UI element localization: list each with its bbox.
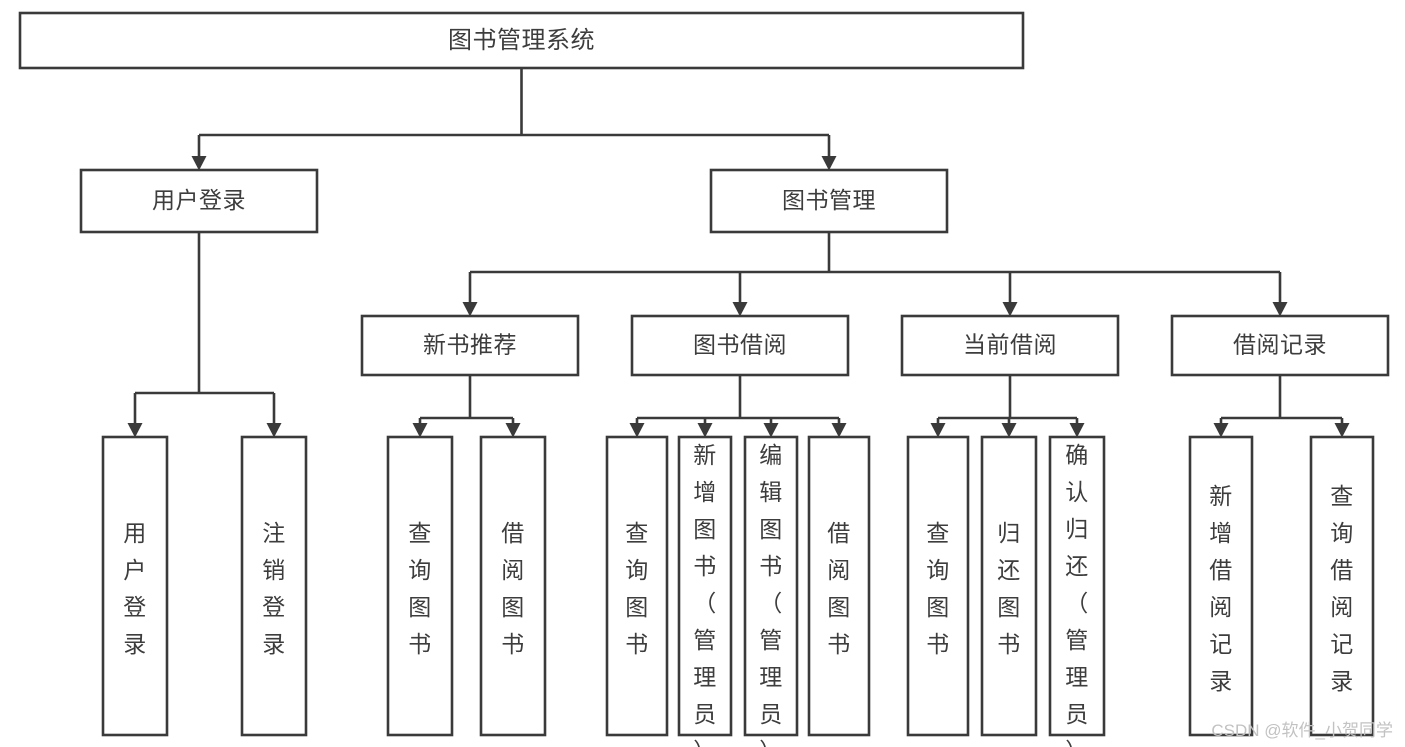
leaf-confirm-return-label: 确认归还（管理员） [1065, 442, 1089, 747]
root-node-label: 图书管理系统 [448, 27, 595, 54]
leaf-add-borrow-record-label: 新增借阅记录 [1209, 483, 1233, 694]
node-book-borrow-label: 图书借阅 [693, 332, 787, 358]
leaf-borrow-book-1[interactable]: 借阅图书 [479, 435, 547, 737]
leaf-query-borrow-record[interactable]: 查询借阅记录 [1309, 435, 1375, 737]
leaf-query-book-1[interactable]: 查询图书 [386, 435, 454, 737]
leaf-query-book-2-label: 查询图书 [625, 520, 649, 657]
leaf-user-logout-label: 注销登录 [262, 520, 286, 657]
leaf-query-book-2[interactable]: 查询图书 [605, 435, 669, 737]
bus-root [191, 68, 837, 171]
bus-new-book-recommend-leaves [412, 375, 521, 438]
leaf-return-book[interactable]: 归还图书 [980, 435, 1038, 737]
connectors-bookmgmt-to-level3 [462, 232, 1288, 317]
leaf-add-book[interactable]: 新增图书（管理员） [677, 435, 733, 747]
node-book-management[interactable]: 图书管理 [709, 168, 949, 234]
leaf-query-book-3-label: 查询图书 [926, 520, 950, 657]
bus-book-management [462, 232, 1288, 317]
node-borrow-record[interactable]: 借阅记录 [1170, 314, 1390, 377]
leaf-add-book-label: 新增图书（管理员） [693, 442, 717, 747]
leaf-return-book-label: 归还图书 [997, 520, 1021, 657]
node-new-book-recommend[interactable]: 新书推荐 [360, 314, 580, 377]
node-current-borrow[interactable]: 当前借阅 [900, 314, 1120, 377]
node-new-book-recommend-label: 新书推荐 [423, 332, 517, 358]
leaf-borrow-book-1-label: 借阅图书 [501, 520, 525, 657]
node-book-borrow[interactable]: 图书借阅 [630, 314, 850, 377]
leaf-query-book-1-label: 查询图书 [408, 520, 432, 657]
bus-current-borrow-leaves [930, 375, 1085, 438]
leaf-edit-book-label: 编辑图书（管理员） [759, 442, 783, 747]
node-root[interactable]: 图书管理系统 [18, 11, 1025, 70]
leaf-user-logout[interactable]: 注销登录 [240, 435, 308, 737]
bus-user-login-leaves [127, 232, 282, 438]
leaf-confirm-return[interactable]: 确认归还（管理员） [1048, 435, 1106, 747]
node-user-login-label: 用户登录 [152, 187, 246, 213]
bus-borrow-record-leaves [1213, 375, 1350, 438]
connectors-to-leaves [127, 232, 1350, 438]
leaf-user-login[interactable]: 用户登录 [101, 435, 169, 737]
node-user-login[interactable]: 用户登录 [79, 168, 319, 234]
nodes-leaf: 用户登录 注销登录 查询图书 借阅图书 查询图书 新增图书（管理员） 编辑图书（管理员） 借阅… [101, 435, 1375, 747]
leaf-borrow-book-2[interactable]: 借阅图书 [807, 435, 871, 737]
node-current-borrow-label: 当前借阅 [963, 332, 1057, 358]
nodes-level3: 新书推荐 图书借阅 当前借阅 借阅记录 [360, 314, 1390, 377]
node-book-management-label: 图书管理 [782, 187, 876, 213]
nodes-level2: 用户登录 图书管理 [79, 168, 949, 234]
leaf-query-book-3[interactable]: 查询图书 [906, 435, 970, 737]
node-borrow-record-label: 借阅记录 [1233, 332, 1327, 358]
leaf-edit-book[interactable]: 编辑图书（管理员） [743, 435, 799, 747]
root-node[interactable]: 图书管理系统 [18, 11, 1025, 70]
leaf-add-borrow-record[interactable]: 新增借阅记录 [1188, 435, 1254, 737]
bus-book-borrow-leaves [629, 375, 847, 438]
connectors-root-to-level2 [191, 68, 837, 171]
leaf-borrow-book-2-label: 借阅图书 [827, 520, 851, 657]
leaf-user-login-label: 用户登录 [123, 520, 147, 657]
leaf-query-borrow-record-label: 查询借阅记录 [1330, 483, 1354, 694]
